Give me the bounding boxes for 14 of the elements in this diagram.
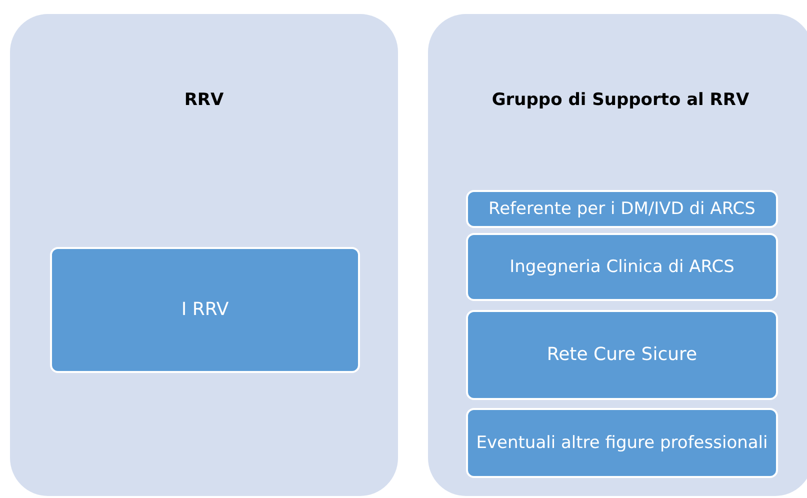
panel-title: Gruppo di Supporto al RRV xyxy=(490,90,750,110)
group-panel xyxy=(428,14,807,496)
role-label: Eventuali altre figure professionali xyxy=(476,432,768,454)
role-box xyxy=(466,190,778,228)
role-box xyxy=(466,233,778,301)
role-box xyxy=(50,247,360,373)
role-box xyxy=(466,310,778,400)
role-label: Referente per i DM/IVD di ARCS xyxy=(488,198,756,220)
role-label: Ingegneria Clinica di ARCS xyxy=(510,256,734,278)
role-label: Rete Cure Sicure xyxy=(546,344,698,366)
panel-title: RRV xyxy=(183,90,225,110)
role-box xyxy=(466,408,778,478)
role-label: I RRV xyxy=(181,299,229,321)
group-panel xyxy=(10,14,398,496)
